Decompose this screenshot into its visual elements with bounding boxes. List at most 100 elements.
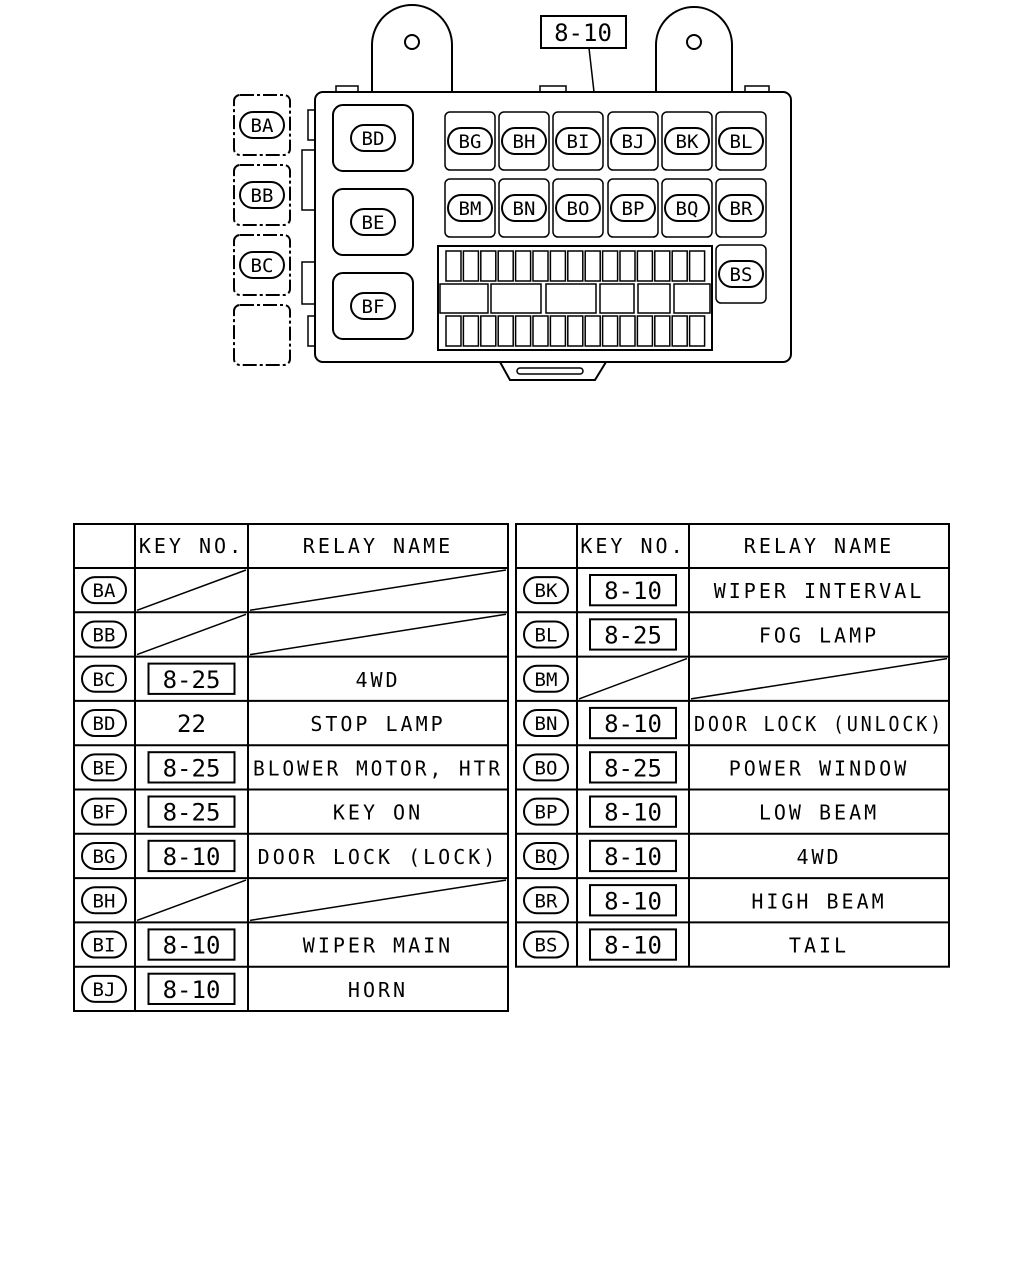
relay-slot — [661, 178, 713, 238]
relay-slot-label: BO — [555, 194, 601, 222]
blank-name-slash — [249, 879, 507, 922]
header-relay-name: RELAY NAME — [744, 534, 894, 558]
bottom-connector — [499, 361, 607, 381]
relay-code: BH — [93, 890, 116, 912]
relay-name: STOP LAMP — [310, 712, 445, 736]
fuse-cell — [671, 315, 688, 347]
relay-code-outline — [610, 127, 656, 155]
key-no: 8-10 — [604, 710, 662, 738]
relay-code-outline — [523, 709, 569, 738]
key-no-box — [589, 751, 677, 784]
relay-slot — [715, 244, 767, 304]
blank-key-slash — [578, 657, 688, 700]
row-relay-code: BJ — [81, 974, 127, 1003]
header-key-no: KEY NO. — [139, 534, 244, 558]
fuse-cell — [619, 315, 636, 347]
fuse-cell — [480, 315, 497, 347]
key-no: 8-25 — [163, 754, 221, 782]
fuse-cells — [439, 250, 711, 347]
callout-box — [540, 15, 627, 49]
relay-code-outline — [81, 620, 127, 649]
table-row: BA — [74, 567, 508, 612]
relay-code-outline — [555, 194, 601, 222]
relay-code: BA — [251, 115, 274, 137]
row-relay-code: BS — [523, 930, 569, 959]
relay-slot — [715, 111, 767, 171]
key-no-box — [589, 706, 677, 740]
row-relay-code: BP — [523, 797, 569, 826]
fuse-cell — [584, 315, 601, 347]
relay-name: TAIL — [789, 934, 849, 958]
fuse-cell — [654, 315, 671, 347]
relay-code: BJ — [622, 131, 645, 153]
blank-name-slash — [249, 569, 507, 612]
relay-slot-label: BS — [718, 260, 764, 288]
relay-code: BF — [93, 802, 116, 824]
relay-code: BP — [622, 198, 645, 220]
relay-slot — [552, 178, 604, 238]
relay-code-outline — [239, 251, 285, 279]
relay-slot — [715, 178, 767, 238]
row-relay-code: BC — [81, 664, 127, 693]
relay-code-outline — [350, 292, 396, 320]
bottom-connector-slot — [516, 367, 584, 375]
relay-name: 4WD — [796, 845, 841, 869]
fuse-cell — [688, 315, 706, 347]
blank-key-slash — [136, 879, 247, 922]
relay-code: BI — [567, 131, 590, 153]
relay-code-outline — [718, 260, 764, 288]
relay-code: BS — [730, 264, 753, 286]
big-relay — [332, 188, 414, 256]
key-no: 8-10 — [163, 843, 221, 871]
table-row: BM — [516, 655, 949, 700]
external-relay-label: BB — [239, 181, 285, 209]
fuse-block — [437, 245, 713, 351]
external-relay-label: BC — [239, 251, 285, 279]
fuse-cell — [584, 250, 601, 282]
relay-code-outline — [523, 886, 569, 915]
mounting-ear-right — [655, 6, 733, 92]
fuse-cell — [567, 315, 584, 347]
relay-slot-label: BI — [555, 127, 601, 155]
big-relay-label: BF — [350, 292, 396, 320]
relay-slot-label: BG — [447, 127, 493, 155]
relay-code: BJ — [93, 979, 116, 1001]
table-frame — [73, 523, 509, 1012]
relay-code: BE — [362, 212, 385, 234]
relay-slot-label: BQ — [664, 194, 710, 222]
relay-slot-label: BK — [664, 127, 710, 155]
external-relay-empty — [233, 304, 291, 366]
body-side-tab — [301, 149, 316, 211]
relay-slot-label: BP — [610, 194, 656, 222]
row-relay-code: BK — [523, 576, 569, 605]
relay-name: HORN — [348, 978, 408, 1002]
key-no: 8-25 — [604, 754, 662, 782]
relay-slot — [444, 111, 496, 171]
relay-name: DOOR LOCK (LOCK) — [258, 845, 499, 869]
table-row: BS 8-10 TAIL — [516, 921, 949, 961]
relay-code: BM — [459, 198, 482, 220]
relay-code: BQ — [676, 198, 699, 220]
relay-code: BN — [535, 713, 558, 735]
external-relay — [233, 164, 291, 226]
relay-code-outline — [81, 753, 127, 782]
row-relay-code: BQ — [523, 841, 569, 870]
external-relay — [233, 234, 291, 296]
external-relay-label: BA — [239, 111, 285, 139]
big-relay-label: BE — [350, 208, 396, 236]
key-no-box — [589, 884, 677, 917]
key-no: 8-10 — [604, 932, 662, 960]
relay-code-outline — [718, 194, 764, 222]
relay-code: BK — [535, 580, 558, 602]
body-side-tab — [307, 315, 316, 347]
relay-code-outline — [447, 194, 493, 222]
